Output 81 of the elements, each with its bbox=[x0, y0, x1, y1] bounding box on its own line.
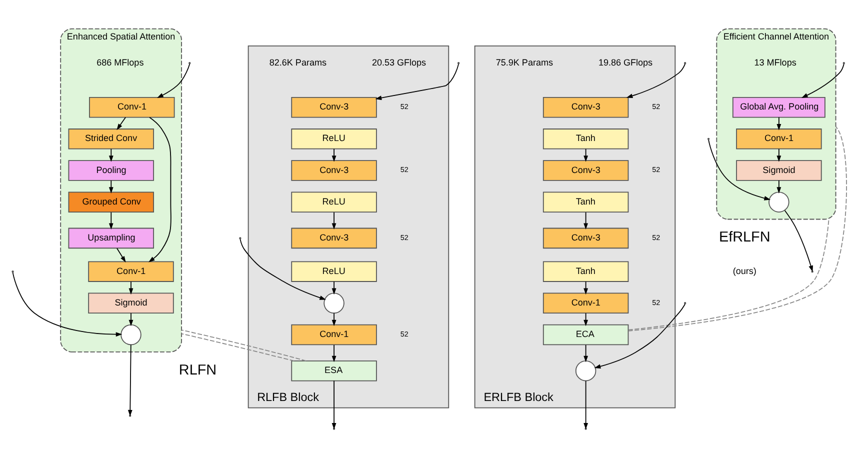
arrow bbox=[584, 281, 588, 295]
node-box: Conv-3 bbox=[291, 160, 377, 181]
label: 686 MFlops bbox=[96, 57, 144, 68]
arrow bbox=[128, 281, 134, 295]
node-box: ReLU bbox=[291, 261, 377, 282]
arrow bbox=[776, 116, 782, 130]
node-box: Tanh bbox=[542, 128, 629, 150]
node-circle bbox=[120, 324, 142, 346]
arrow bbox=[108, 180, 114, 194]
node-box: ECA bbox=[542, 324, 629, 346]
node-label: 52 bbox=[400, 232, 408, 242]
node-box: Conv-1 bbox=[291, 324, 377, 346]
node-box: Conv-1 bbox=[89, 96, 175, 118]
node-label: 52 bbox=[400, 102, 408, 112]
arrow bbox=[240, 238, 326, 300]
label: RLFN bbox=[178, 362, 217, 378]
node-label: 20.53 GFlops bbox=[372, 57, 426, 68]
node-box: Tanh bbox=[542, 261, 629, 282]
node-box: Conv-3 bbox=[291, 228, 377, 249]
connector bbox=[628, 218, 830, 330]
node-box: Strided Conv bbox=[68, 128, 154, 150]
arrow bbox=[108, 148, 114, 162]
node-box: Grouped Conv bbox=[68, 192, 154, 212]
arrow bbox=[594, 304, 686, 369]
node-box: Conv-3 bbox=[542, 160, 629, 181]
arrow bbox=[584, 148, 588, 162]
node-box: ReLU bbox=[291, 128, 377, 150]
node-circle bbox=[324, 292, 344, 314]
node-box: Pooling bbox=[68, 160, 154, 181]
connector bbox=[628, 126, 847, 332]
node-box: Upsampling bbox=[68, 228, 154, 249]
label: 13 MFlops bbox=[754, 57, 796, 68]
arrow bbox=[332, 344, 336, 362]
arrow bbox=[708, 139, 771, 200]
node-box: ESA bbox=[291, 360, 377, 382]
arrow bbox=[626, 64, 686, 98]
arrow bbox=[116, 116, 126, 130]
node-box: Conv-3 bbox=[542, 228, 629, 249]
node-box: Tanh bbox=[542, 192, 629, 212]
arrow bbox=[332, 312, 336, 326]
arrow bbox=[584, 312, 588, 326]
arrow bbox=[332, 148, 336, 162]
arrow bbox=[116, 248, 126, 262]
node-box: Sigmoid bbox=[88, 292, 174, 314]
arrow bbox=[148, 116, 172, 262]
label: (ours) bbox=[732, 266, 756, 276]
node-label: 52 bbox=[652, 298, 660, 307]
node-box: Global Avg. Pooling bbox=[732, 96, 826, 118]
node-box: Conv-3 bbox=[291, 96, 377, 118]
label: EfRLFN bbox=[718, 230, 770, 246]
arrow bbox=[584, 344, 588, 362]
arrow bbox=[375, 64, 459, 100]
arrow bbox=[801, 64, 844, 98]
node-box: Conv-3 bbox=[542, 96, 629, 118]
label: 75.9K Params bbox=[496, 57, 554, 68]
connector bbox=[181, 330, 307, 362]
node-circle bbox=[575, 360, 596, 382]
node-box: Conv-1 bbox=[736, 128, 822, 150]
arrow bbox=[784, 210, 813, 272]
label: 82.6K Params bbox=[269, 57, 327, 68]
node-label: 52 bbox=[652, 165, 660, 174]
node-box: Conv-1 bbox=[542, 292, 629, 314]
node-label: 52 bbox=[400, 165, 408, 174]
node-box: Conv-1 bbox=[88, 261, 174, 282]
arrow bbox=[584, 212, 588, 230]
node-box: Sigmoid bbox=[736, 160, 822, 181]
arrow bbox=[108, 212, 114, 230]
arrow bbox=[157, 64, 190, 98]
arrow bbox=[128, 312, 134, 326]
arrow bbox=[332, 281, 336, 295]
node-circle bbox=[768, 192, 790, 212]
node-label: 52 bbox=[652, 232, 660, 242]
arrow bbox=[332, 212, 336, 230]
node-label: 52 bbox=[652, 102, 660, 112]
node-box: ReLU bbox=[291, 192, 377, 212]
arrow bbox=[12, 272, 122, 337]
arrow bbox=[776, 148, 782, 162]
node-label: 19.86 GFlops bbox=[598, 57, 653, 68]
connector bbox=[181, 333, 295, 362]
arrow bbox=[776, 180, 782, 194]
node-label: 52 bbox=[400, 329, 408, 338]
